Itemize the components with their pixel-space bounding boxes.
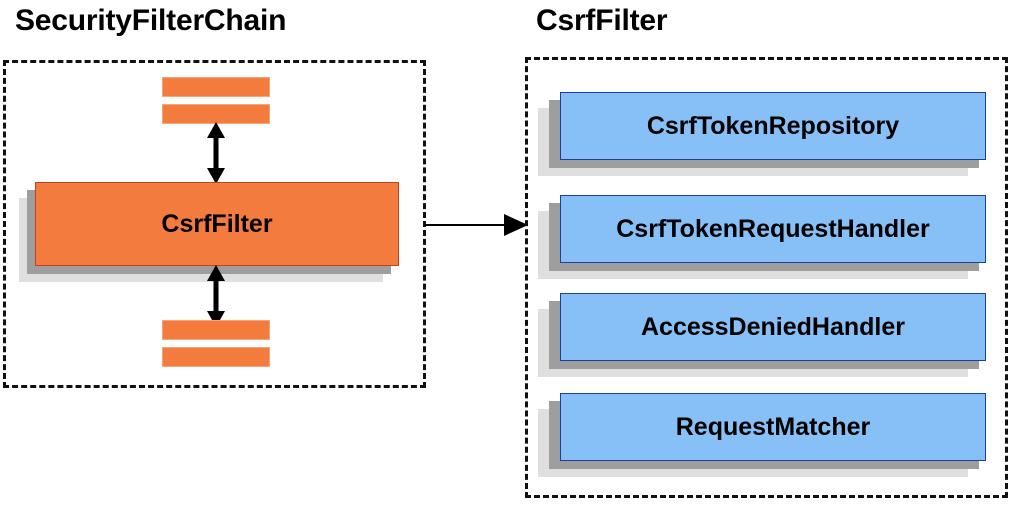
filter-bar-below-1 xyxy=(162,320,270,340)
collaborator-node-accessdeniedhandler[interactable]: AccessDeniedHandler xyxy=(538,293,1000,377)
left-panel-title: SecurityFilterChain xyxy=(15,4,287,37)
csrffilter-face[interactable]: CsrfFilter xyxy=(35,182,399,266)
right-panel-title: CsrfFilter xyxy=(536,4,668,37)
filter-bar-above-2 xyxy=(162,104,270,124)
collaborator-node-csrftokenrepository[interactable]: CsrfTokenRepository xyxy=(538,92,1000,176)
collaborator-label: CsrfTokenRequestHandler xyxy=(616,214,930,243)
collaborator-face[interactable]: AccessDeniedHandler xyxy=(560,293,986,361)
collaborator-node-requestmatcher[interactable]: RequestMatcher xyxy=(538,393,1000,477)
collaborator-label: RequestMatcher xyxy=(675,412,871,441)
collaborator-label: AccessDeniedHandler xyxy=(640,312,905,341)
csrffilter-node[interactable]: CsrfFilter xyxy=(19,182,415,282)
collaborator-label: CsrfTokenRepository xyxy=(646,111,900,140)
filter-bar-above-1 xyxy=(162,77,270,97)
collaborator-node-csrftokenrequesthandler[interactable]: CsrfTokenRequestHandler xyxy=(538,195,1000,279)
collaborator-face[interactable]: CsrfTokenRequestHandler xyxy=(560,195,986,263)
collaborator-face[interactable]: CsrfTokenRepository xyxy=(560,92,986,160)
csrffilter-detail-group-box xyxy=(525,57,1008,498)
collaborator-face[interactable]: RequestMatcher xyxy=(560,393,986,461)
connector-arrow-csrffilter-to-detail xyxy=(424,214,528,236)
csrffilter-label: CsrfFilter xyxy=(161,209,273,238)
filter-bar-below-2 xyxy=(162,347,270,367)
